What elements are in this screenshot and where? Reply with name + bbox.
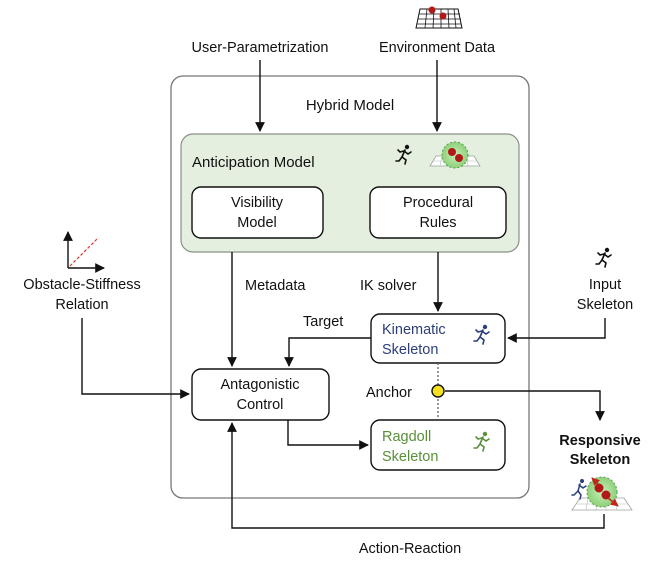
- responsive-label-2: Skeleton: [570, 452, 630, 468]
- grid-icon: [415, 6, 463, 29]
- anticipation-model-title: Anticipation Model: [192, 154, 315, 171]
- kinematic-runner-icon: [473, 324, 490, 345]
- ragdoll-label-2: Skeleton: [382, 449, 438, 465]
- arrow-action-reaction: [227, 422, 605, 529]
- arrow-obstacle: [81, 318, 190, 399]
- sphere-icon: [429, 141, 481, 169]
- visibility-label-2: Model: [237, 215, 277, 231]
- target-label: Target: [303, 314, 343, 330]
- action-reaction-label: Action-Reaction: [359, 541, 461, 557]
- kinematic-label-2: Skeleton: [382, 342, 438, 358]
- env-data-label: Environment Data: [379, 40, 496, 56]
- procedural-label-2: Rules: [419, 215, 456, 231]
- anchor-label: Anchor: [366, 385, 412, 401]
- user-param-label: User-Parametrization: [192, 40, 329, 56]
- responsive-sphere-icon: [571, 476, 633, 511]
- arrow-input-skeleton: [507, 318, 606, 343]
- visibility-model-box: [191, 186, 324, 239]
- obstacle-label-1: Obstacle-Stiffness: [23, 277, 140, 293]
- arrow-to-ragdoll: [287, 420, 369, 450]
- ragdoll-runner-icon: [473, 431, 490, 452]
- procedural-label-1: Procedural: [403, 195, 473, 211]
- kinematic-label-1: Kinematic: [382, 322, 446, 338]
- visibility-label-1: Visibility: [231, 195, 284, 211]
- metadata-label: Metadata: [245, 278, 306, 294]
- ragdoll-label-1: Ragdoll: [382, 429, 431, 445]
- antagonistic-control-box: [191, 368, 330, 421]
- arrow-target: [284, 337, 371, 367]
- arrow-anchor-responsive: [445, 390, 605, 421]
- antagonistic-label-1: Antagonistic: [221, 377, 300, 393]
- obstacle-label-2: Relation: [55, 297, 108, 313]
- axes-icon: [63, 231, 105, 273]
- input-runner-icon: [595, 247, 612, 268]
- input-label-2: Skeleton: [577, 297, 633, 313]
- runner-icon: [395, 144, 412, 165]
- ik-solver-label: IK solver: [360, 278, 417, 294]
- anchor-point: [431, 384, 445, 398]
- input-label-1: Input: [589, 277, 621, 293]
- hybrid-model-title: Hybrid Model: [306, 97, 394, 114]
- antagonistic-label-2: Control: [237, 397, 284, 413]
- responsive-label-1: Responsive: [559, 433, 640, 449]
- procedural-rules-box: [369, 186, 507, 239]
